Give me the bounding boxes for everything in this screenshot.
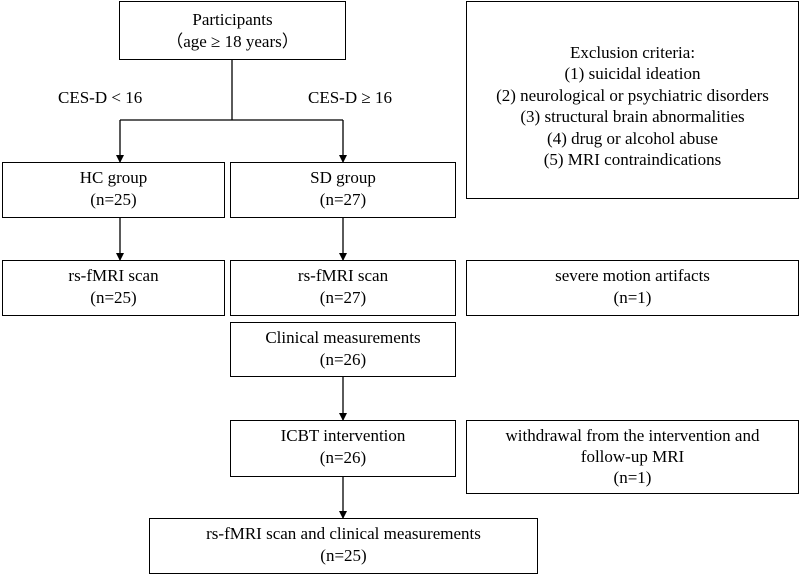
motion-artifacts-title: severe motion artifacts <box>555 266 710 285</box>
withdrawal-count: (n=1) <box>613 468 652 487</box>
withdrawal-box: withdrawal from the intervention and fol… <box>466 420 799 494</box>
clinical-measurements-box: Clinical measurements (n=26) <box>230 322 456 377</box>
branch-label-left: CES-D < 16 <box>58 88 143 107</box>
hc-group-box: HC group (n=25) <box>2 162 225 218</box>
sd-scan-box: rs-fMRI scan (n=27) <box>230 260 456 316</box>
hc-scan-count: (n=25) <box>90 288 137 307</box>
exclusion-title: Exclusion criteria: <box>569 42 696 62</box>
sd-group-count: (n=27) <box>319 190 367 209</box>
hc-scan-title: rs-fMRI scan <box>68 266 159 285</box>
icbt-intervention-box: ICBT intervention (n=26) <box>230 420 456 477</box>
final-scan-count: (n=25) <box>320 546 367 565</box>
hc-scan-box: rs-fMRI scan (n=25) <box>2 260 225 316</box>
sd-group-title: SD group <box>310 168 376 187</box>
sd-scan-title: rs-fMRI scan <box>297 266 389 285</box>
exclusion-item: (1) suicidal ideation <box>564 64 701 83</box>
clinical-measurements-count: (n=26) <box>319 350 367 369</box>
clinical-measurements-title: Clinical measurements <box>265 328 421 347</box>
participants-box: Participants （age ≥ 18 years） <box>119 1 346 60</box>
participants-title: Participants <box>192 9 273 29</box>
exclusion-item: (4) drug or alcohol abuse <box>547 128 718 148</box>
withdrawal-line-1: withdrawal from the intervention and <box>505 426 760 445</box>
exclusion-item: (3) structural brain abnormalities <box>520 107 745 126</box>
exclusion-item: (5) MRI contraindications <box>543 150 722 169</box>
branch-label-right: CES-D ≥ 16 <box>308 88 392 107</box>
icbt-intervention-count: (n=26) <box>319 448 367 467</box>
sd-scan-count: (n=27) <box>319 288 367 307</box>
hc-group-title: HC group <box>79 168 148 187</box>
final-scan-title: rs-fMRI scan and clinical measurements <box>206 524 481 543</box>
final-scan-box: rs-fMRI scan and clinical measurements (… <box>149 518 538 574</box>
participants-age-criteria: （age ≥ 18 years） <box>166 31 299 51</box>
withdrawal-line-2: follow-up MRI <box>580 447 685 466</box>
icbt-intervention-title: ICBT intervention <box>280 426 406 445</box>
motion-artifacts-box: severe motion artifacts (n=1) <box>466 260 799 316</box>
motion-artifacts-count: (n=1) <box>613 288 652 307</box>
hc-group-count: (n=25) <box>90 190 137 209</box>
exclusion-item: (2) neurological or psychiatric disorder… <box>496 85 769 105</box>
sd-group-box: SD group (n=27) <box>230 162 456 218</box>
exclusion-criteria-box: Exclusion criteria: (1) suicidal ideatio… <box>466 1 799 199</box>
